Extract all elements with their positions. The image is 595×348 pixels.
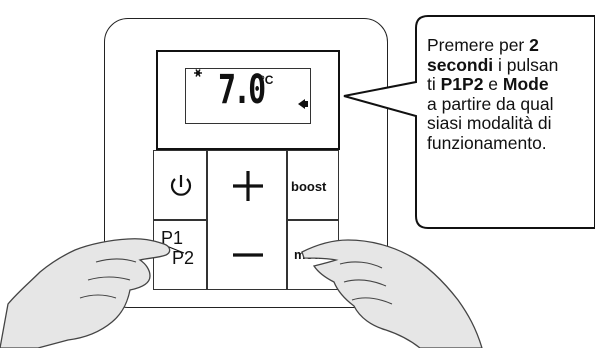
callout-text: Premere per 2 secondi i pulsan ti P1P2 e… <box>427 36 595 154</box>
minus-icon <box>233 253 263 257</box>
callout-line4: a partire da qual <box>427 93 554 114</box>
p2-label: P2 <box>172 248 195 268</box>
temperature-unit: °C <box>260 73 274 87</box>
callout-line2a: secondi <box>427 54 494 75</box>
callout-line3a: ti <box>427 74 441 95</box>
callout-line6: funzionamento. <box>427 132 547 153</box>
callout-line3b: P1P2 <box>440 74 484 95</box>
boost-label: boost <box>291 179 327 194</box>
callout-line1a: Premere per <box>427 36 530 55</box>
speaker-icon <box>298 99 308 109</box>
temperature-readout: 7.0 <box>218 67 266 113</box>
callout-line3d: Mode <box>502 74 549 95</box>
boost-button[interactable]: boost <box>287 150 339 220</box>
power-button[interactable] <box>153 150 207 220</box>
plus-icon <box>233 171 263 201</box>
p1-label: P1 <box>161 228 184 248</box>
callout-line5: siasi modalità di <box>427 113 552 134</box>
callout-line2b: i pulsan <box>493 54 559 75</box>
power-icon <box>170 175 192 196</box>
thermostat-display <box>156 50 340 150</box>
callout-line1b: 2 <box>529 36 539 55</box>
snowflake-icon <box>194 69 202 77</box>
callout-line3c: e <box>483 74 503 95</box>
minus-button[interactable] <box>207 220 287 290</box>
plus-button[interactable] <box>207 150 287 220</box>
lcd-screen <box>185 68 311 124</box>
